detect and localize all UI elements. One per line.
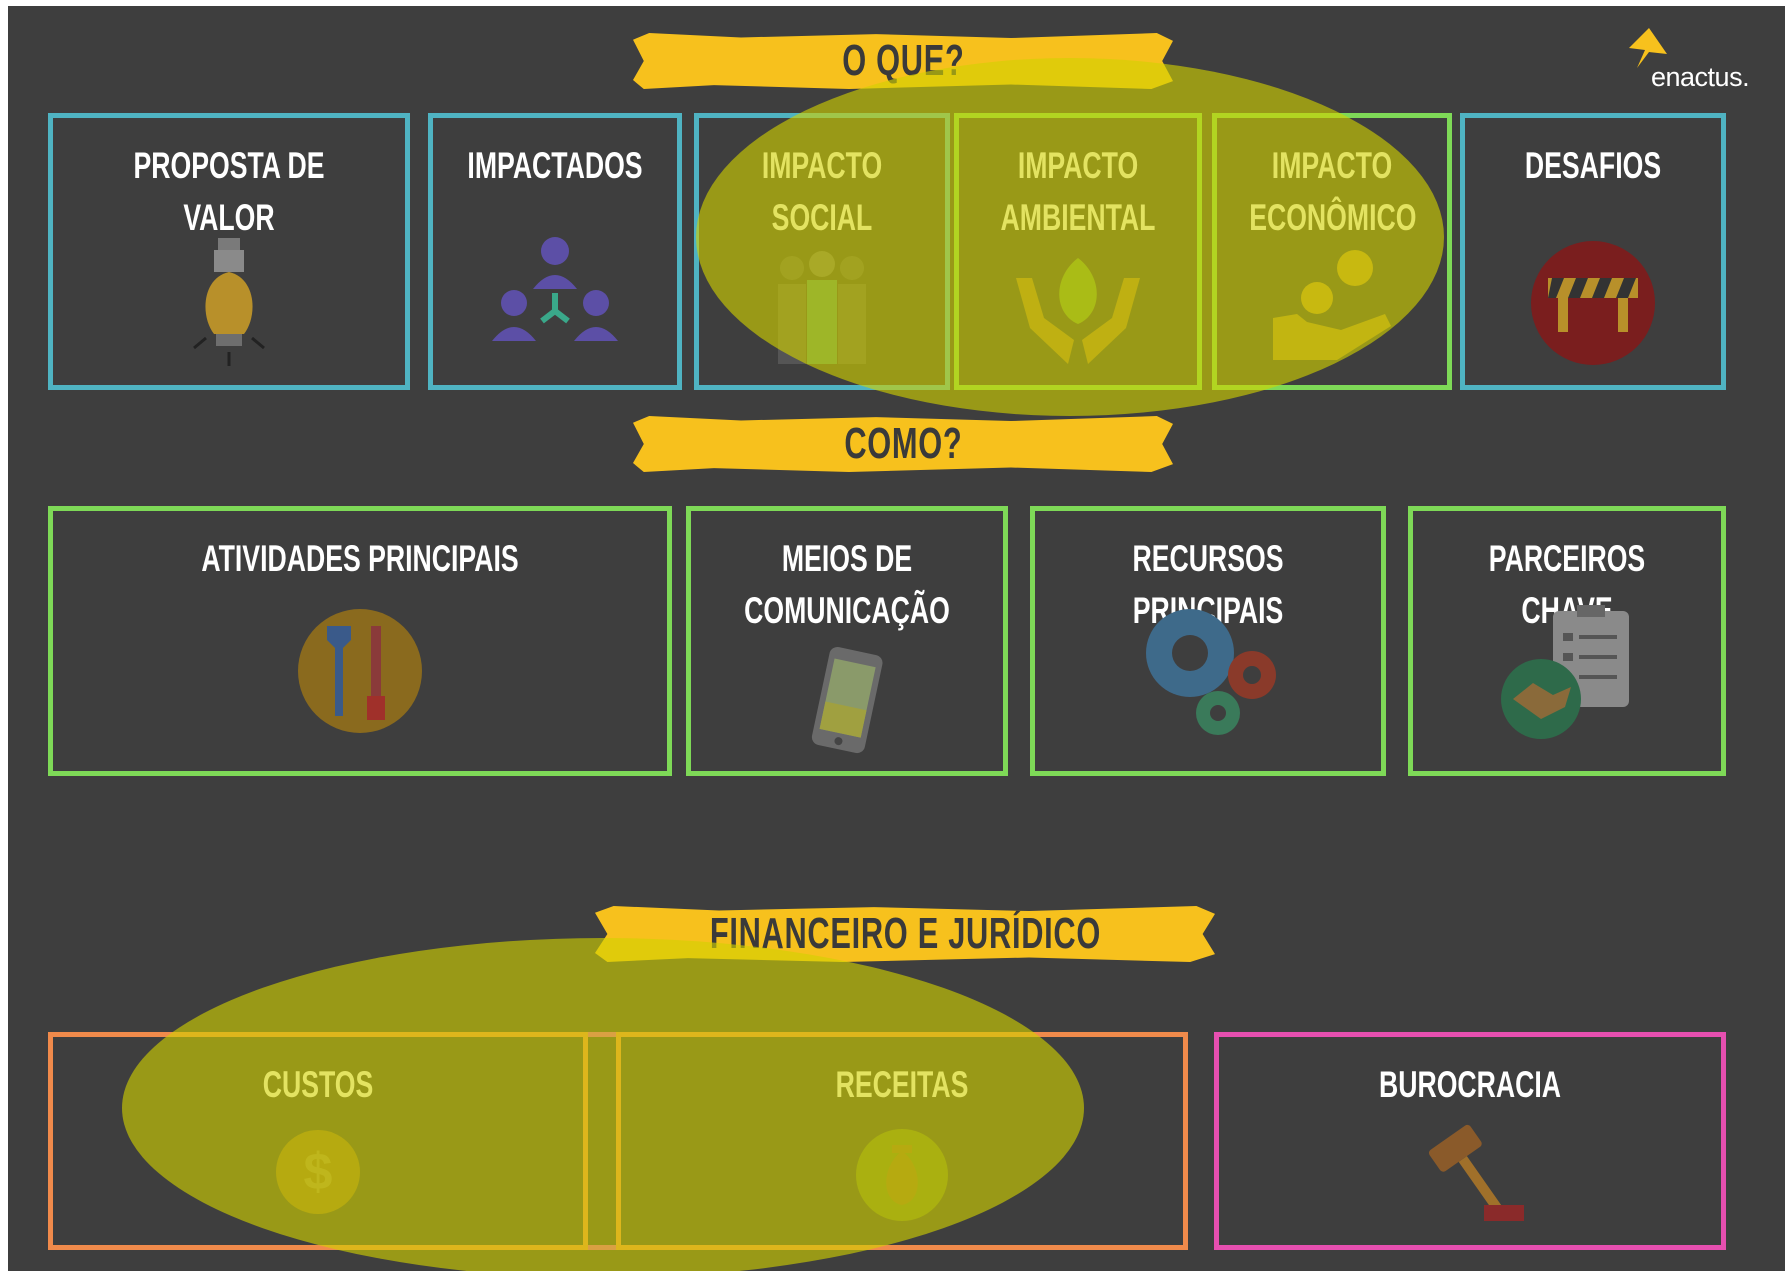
- smartphone-icon: [811, 646, 883, 754]
- box-label: ATIVIDADES PRINCIPAIS: [201, 538, 519, 579]
- box-desafios[interactable]: DESAFIOS: [1460, 113, 1726, 390]
- box-label: IMPACTO ECONÔMICO: [1249, 145, 1417, 238]
- box-label: IMPACTO AMBIENTAL: [1000, 145, 1156, 238]
- box-meios-de-comunicacao[interactable]: MEIOS DE COMUNICAÇÃO: [686, 506, 1008, 776]
- handshake-clipboard-icon: [1501, 605, 1629, 739]
- section-title-finance: FINANCEIRO E JURÍDICO: [709, 909, 1101, 958]
- box-atividades-principais[interactable]: ATIVIDADES PRINCIPAIS: [48, 506, 672, 776]
- box-impacto-ambiental[interactable]: IMPACTO AMBIENTAL: [954, 113, 1202, 390]
- money-bag-icon: [856, 1129, 948, 1221]
- gavel-icon: [1428, 1124, 1524, 1221]
- section-title-how: COMO?: [843, 419, 963, 468]
- box-label: MEIOS DE COMUNICAÇÃO: [744, 538, 950, 631]
- hands-leaf-icon: [1016, 258, 1140, 364]
- box-proposta-de-valor[interactable]: PROPOSTA DE VALOR: [48, 113, 410, 390]
- wrench-screwdriver-icon: [298, 609, 422, 733]
- box-parceiros-chave[interactable]: PARCEIROS CHAVE: [1408, 506, 1726, 776]
- box-impacto-social[interactable]: IMPACTO SOCIAL: [694, 113, 950, 390]
- box-impacto-economico[interactable]: IMPACTO ECONÔMICO: [1212, 113, 1452, 390]
- enactus-logo: enactus.: [1627, 28, 1777, 98]
- box-receitas[interactable]: RECEITAS: [616, 1032, 1188, 1250]
- section-banner-how: COMO?: [633, 416, 1173, 472]
- canvas-board: enactus. O QUE? PROPOSTA DE VALOR IMPACT…: [8, 6, 1785, 1271]
- box-custos[interactable]: CUSTOS $: [48, 1032, 588, 1250]
- logo-text: enactus.: [1651, 62, 1750, 92]
- lightbulb-icon: [193, 238, 265, 366]
- box-label: PROPOSTA DE VALOR: [133, 145, 325, 238]
- box-recursos-principais[interactable]: RECURSOS PRINCIPAIS: [1030, 506, 1386, 776]
- people-network-icon: [492, 237, 618, 341]
- box-burocracia[interactable]: BUROCRACIA: [1214, 1032, 1726, 1250]
- gears-icon: [1146, 609, 1276, 735]
- box-label: BUROCRACIA: [1378, 1064, 1562, 1105]
- section-banner-finance: FINANCEIRO E JURÍDICO: [595, 906, 1215, 962]
- group-people-icon: [778, 251, 866, 364]
- svg-text:$: $: [304, 1143, 333, 1201]
- box-label: CUSTOS: [262, 1064, 374, 1105]
- barrier-icon: [1531, 241, 1655, 365]
- box-label: RECEITAS: [835, 1064, 969, 1105]
- dollar-coin-icon: $: [276, 1130, 360, 1214]
- hand-coins-icon: [1273, 250, 1391, 360]
- box-label: IMPACTO SOCIAL: [761, 145, 883, 238]
- box-label: IMPACTADOS: [467, 145, 643, 186]
- logo-mark-icon: [1629, 28, 1667, 68]
- box-label: DESAFIOS: [1524, 145, 1662, 186]
- box-impactados[interactable]: IMPACTADOS: [428, 113, 682, 390]
- section-title-what: O QUE?: [841, 36, 965, 85]
- section-banner-what: O QUE?: [633, 33, 1173, 89]
